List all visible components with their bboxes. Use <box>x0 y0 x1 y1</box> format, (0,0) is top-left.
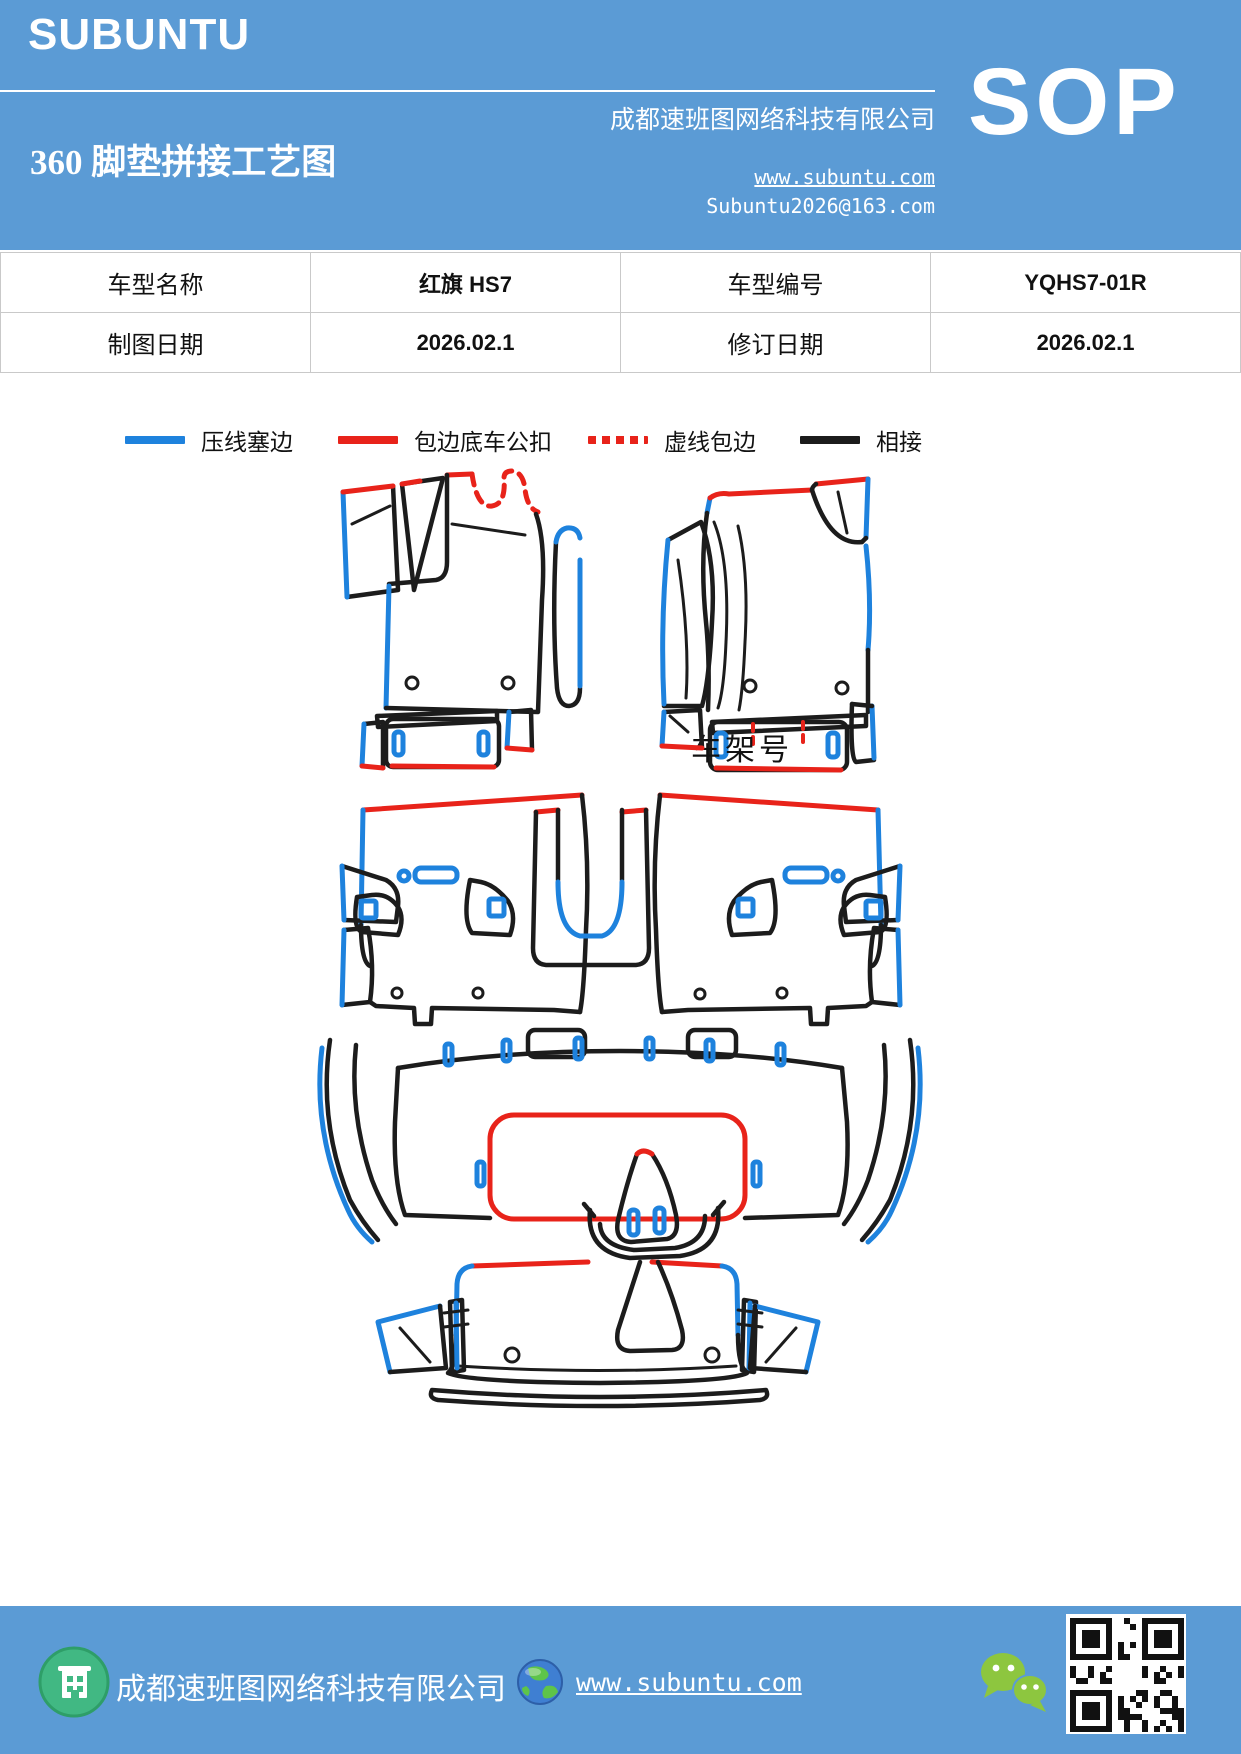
model-code-label: 车型编号 <box>620 252 931 313</box>
legend-item-binding-buckle: 包边底车公扣 <box>338 420 552 460</box>
draw-date-value: 2026.02.1 <box>310 312 621 373</box>
page-title: 360 脚垫拼接工艺图 <box>30 143 337 182</box>
red-dotted-swatch <box>588 436 648 444</box>
model-code-value: YQHS7-01R <box>930 252 1241 313</box>
draw-date-label: 制图日期 <box>0 312 311 373</box>
header-band: SUBUNTU 成都速班图网络科技有限公司 SOP 360 脚垫拼接工艺图 ww… <box>0 0 1241 250</box>
table-row: 制图日期 2026.02.1 修订日期 2026.02.1 <box>0 312 1241 373</box>
sop-badge: SOP <box>968 49 1181 155</box>
brand-logo: SUBUNTU <box>28 10 251 59</box>
third-row-floor-group <box>317 1027 923 1245</box>
header-company-name: 成都速班图网络科技有限公司 <box>609 107 935 134</box>
table-row: 车型名称 红旗 HS7 车型编号 YQHS7-01R <box>0 252 1241 313</box>
second-row-mats-group <box>339 792 903 1027</box>
red-line-swatch <box>338 436 398 444</box>
model-name-value: 红旗 HS7 <box>310 252 621 313</box>
trunk-mat-group <box>375 1148 821 1409</box>
model-name-label: 车型名称 <box>0 252 311 313</box>
driver-mat-group <box>340 468 583 771</box>
black-line-swatch <box>800 436 860 444</box>
footer-band: 成都速班图网络科技有限公司 www.subuntu.com <box>0 1606 1241 1754</box>
revise-date-label: 修订日期 <box>620 312 931 373</box>
revise-date-value: 2026.02.1 <box>930 312 1241 373</box>
header-email[interactable]: Subuntu2026@163.com <box>706 194 935 218</box>
wechat-icon <box>981 1653 1048 1712</box>
legend-item-press-edge: 压线塞边 <box>125 420 293 460</box>
footer-company-name: 成都速班图网络科技有限公司 <box>116 1673 506 1706</box>
blue-line-swatch <box>125 436 185 444</box>
header-website-link[interactable]: www.subuntu.com <box>754 165 935 189</box>
frame-number-label: 车架号 <box>691 734 793 767</box>
line-legend: 压线塞边 包边底车公扣 虚线包边 相接 <box>0 420 1241 460</box>
vehicle-info-table: 车型名称 红旗 HS7 车型编号 YQHS7-01R 制图日期 2026.02.… <box>0 252 1241 373</box>
qr-code <box>1066 1614 1186 1734</box>
header-divider <box>0 90 935 92</box>
footer-icons <box>38 1614 1186 1734</box>
legend-item-dashed-binding: 虚线包边 <box>588 420 756 460</box>
globe-icon <box>517 1659 563 1705</box>
floor-mat-pattern-drawing: 车架号 <box>317 468 923 1409</box>
footer-website-link[interactable]: www.subuntu.com <box>576 1668 802 1697</box>
passenger-mat-group: 车架号 <box>659 476 877 773</box>
legend-item-joint: 相接 <box>800 420 922 460</box>
building-icon <box>38 1646 110 1718</box>
